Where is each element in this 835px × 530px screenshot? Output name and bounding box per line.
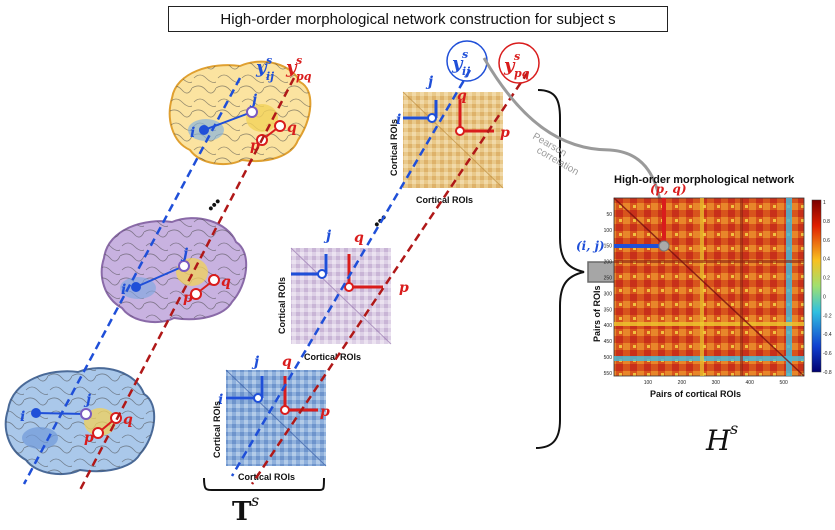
heatmap-y-tick: 400: [604, 323, 613, 329]
brain-yellow-j: j: [249, 92, 257, 108]
brain-y-ij-sub: ij: [266, 70, 274, 83]
heatmap-y-ticks: 50 100 150 200 250 300 350 400 450 500 550: [604, 212, 613, 377]
colorbar-tick: 0.2: [823, 276, 830, 282]
bottom-brace: [203, 477, 325, 491]
heatmap-xlabel: Pairs of cortical ROIs: [650, 389, 741, 399]
heatmap-x-tick: 200: [678, 380, 687, 386]
heatmap-y-tick: 500: [604, 355, 613, 361]
matrix-y-ij-base: y: [451, 53, 464, 74]
matrix-yellow-p: p: [500, 125, 510, 141]
matrix-blue: [225, 369, 327, 467]
matrix-y-pq-sub: pq: [514, 67, 530, 80]
heatmap-y-tick: 350: [604, 307, 613, 313]
H-symbol-sup: s: [730, 419, 738, 438]
matrix-blue-i: i: [218, 392, 223, 408]
matrix-y-pq-sup: s: [514, 50, 520, 63]
brain-blue-j: j: [83, 392, 91, 408]
matrix-y-ij-sub: ij: [462, 65, 470, 78]
matrix-purple-xlabel: Cortical ROIs: [304, 352, 361, 362]
matrix-y-pq-base: y: [503, 55, 516, 76]
brain-purple-i: i: [121, 282, 126, 298]
colorbar-tick: -0.4: [823, 332, 832, 338]
matrix-yellow-xlabel: Cortical ROIs: [416, 195, 473, 205]
red-dashed-line-matrices: [250, 71, 530, 485]
brain-yellow-p: p: [250, 138, 260, 154]
brain-y-pq-base: y: [285, 57, 298, 78]
matrix-yellow-j: j: [425, 74, 433, 90]
brain-ellipsis: •••: [203, 194, 225, 216]
heatmap-y-tick: 300: [604, 291, 613, 297]
heatmap-y-tick: 550: [604, 371, 613, 377]
brain-purple-nodes: [131, 260, 220, 300]
colorbar-tick: -0.8: [823, 370, 832, 376]
T-symbol-base: T: [232, 497, 252, 527]
heatmap-y-tick: 250: [604, 275, 613, 281]
heatmap-x-tick: 300: [712, 380, 721, 386]
colorbar-tick: 0.4: [823, 257, 830, 263]
pq-pair-label: (p, q): [650, 182, 687, 196]
colorbar-tick: 0.6: [823, 238, 830, 244]
brain-y-ij-sup: s: [266, 54, 272, 67]
matrix-yellow: [402, 91, 504, 189]
figure-title: High-order morphological network constru…: [168, 6, 668, 32]
colorbar: [811, 199, 822, 373]
heatmap-y-tick: 150: [604, 244, 613, 250]
colorbar-ticks: 1 0.8 0.6 0.4 0.2 0 -0.2 -0.4 -0.6 -0.8: [823, 200, 832, 376]
matrix-blue-ylabel: Cortical ROIs: [212, 401, 222, 458]
heatmap-x-tick: 400: [746, 380, 755, 386]
H-symbol-base: H: [705, 424, 731, 457]
matrix-blue-j: j: [251, 354, 259, 370]
heatmap: [613, 197, 805, 377]
brain-blue-p: p: [84, 430, 94, 446]
network-title: High-order morphological network: [614, 174, 795, 186]
heatmap-y-tick: 100: [604, 228, 613, 234]
brain-y-ij-base: y: [255, 57, 268, 78]
matrix-ellipsis: •••: [369, 210, 391, 232]
heatmap-y-tick: 450: [604, 339, 613, 345]
matrix-yellow-q: q: [457, 88, 467, 104]
colorbar-tick: 0: [823, 294, 826, 300]
brain-blue-i: i: [20, 409, 25, 425]
matrix-blue-q: q: [282, 354, 292, 370]
y-pq-circle: [498, 42, 540, 84]
brain-yellow-i: i: [190, 125, 195, 141]
brain-blue-q: q: [123, 412, 133, 428]
matrix-blue-p: p: [320, 404, 330, 420]
matrix-blue-xlabel: Cortical ROIs: [238, 472, 295, 482]
matrix-purple-p: p: [399, 280, 409, 296]
heatmap-x-tick: 100: [644, 380, 653, 386]
ij-pair-label: (i, j): [576, 239, 605, 253]
matrix-purple-j: j: [323, 228, 331, 244]
brain-purple-p: p: [183, 290, 193, 306]
brain-purple-q: q: [221, 274, 231, 290]
blue-dashed-line-matrices: [230, 69, 472, 477]
heatmap-x-ticks: 100 200 300 400 500: [644, 380, 788, 386]
heatmap-ylabel: Pairs of ROIs: [592, 285, 602, 342]
matrix-purple: [290, 247, 392, 345]
brain-yellow: [168, 60, 312, 166]
colorbar-tick: 1: [823, 200, 826, 206]
colorbar-tick: 0.8: [823, 219, 830, 225]
heatmap-y-tick: 200: [604, 260, 613, 266]
brain-y-pq-sup: s: [296, 54, 302, 67]
matrix-purple-ylabel: Cortical ROIs: [277, 277, 287, 334]
colorbar-tick: -0.6: [823, 351, 832, 357]
colorbar-tick: -0.2: [823, 313, 832, 319]
blue-dashed-line-brains: [22, 77, 242, 485]
matrix-yellow-i: i: [396, 112, 401, 128]
matrix-y-ij-sup: s: [462, 48, 468, 61]
brain-y-pq-sub: pq: [296, 70, 312, 83]
T-symbol-sup: s: [251, 491, 259, 510]
brain-yellow-q: q: [287, 120, 297, 136]
right-brace: [535, 89, 585, 449]
matrix-yellow-ylabel: Cortical ROIs: [389, 119, 399, 176]
brain-purple-j: j: [180, 246, 188, 262]
matrix-purple-q: q: [354, 230, 364, 246]
pearson-curve: [482, 57, 666, 247]
heatmap-x-tick: 500: [779, 380, 788, 386]
heatmap-y-tick: 50: [606, 212, 612, 218]
